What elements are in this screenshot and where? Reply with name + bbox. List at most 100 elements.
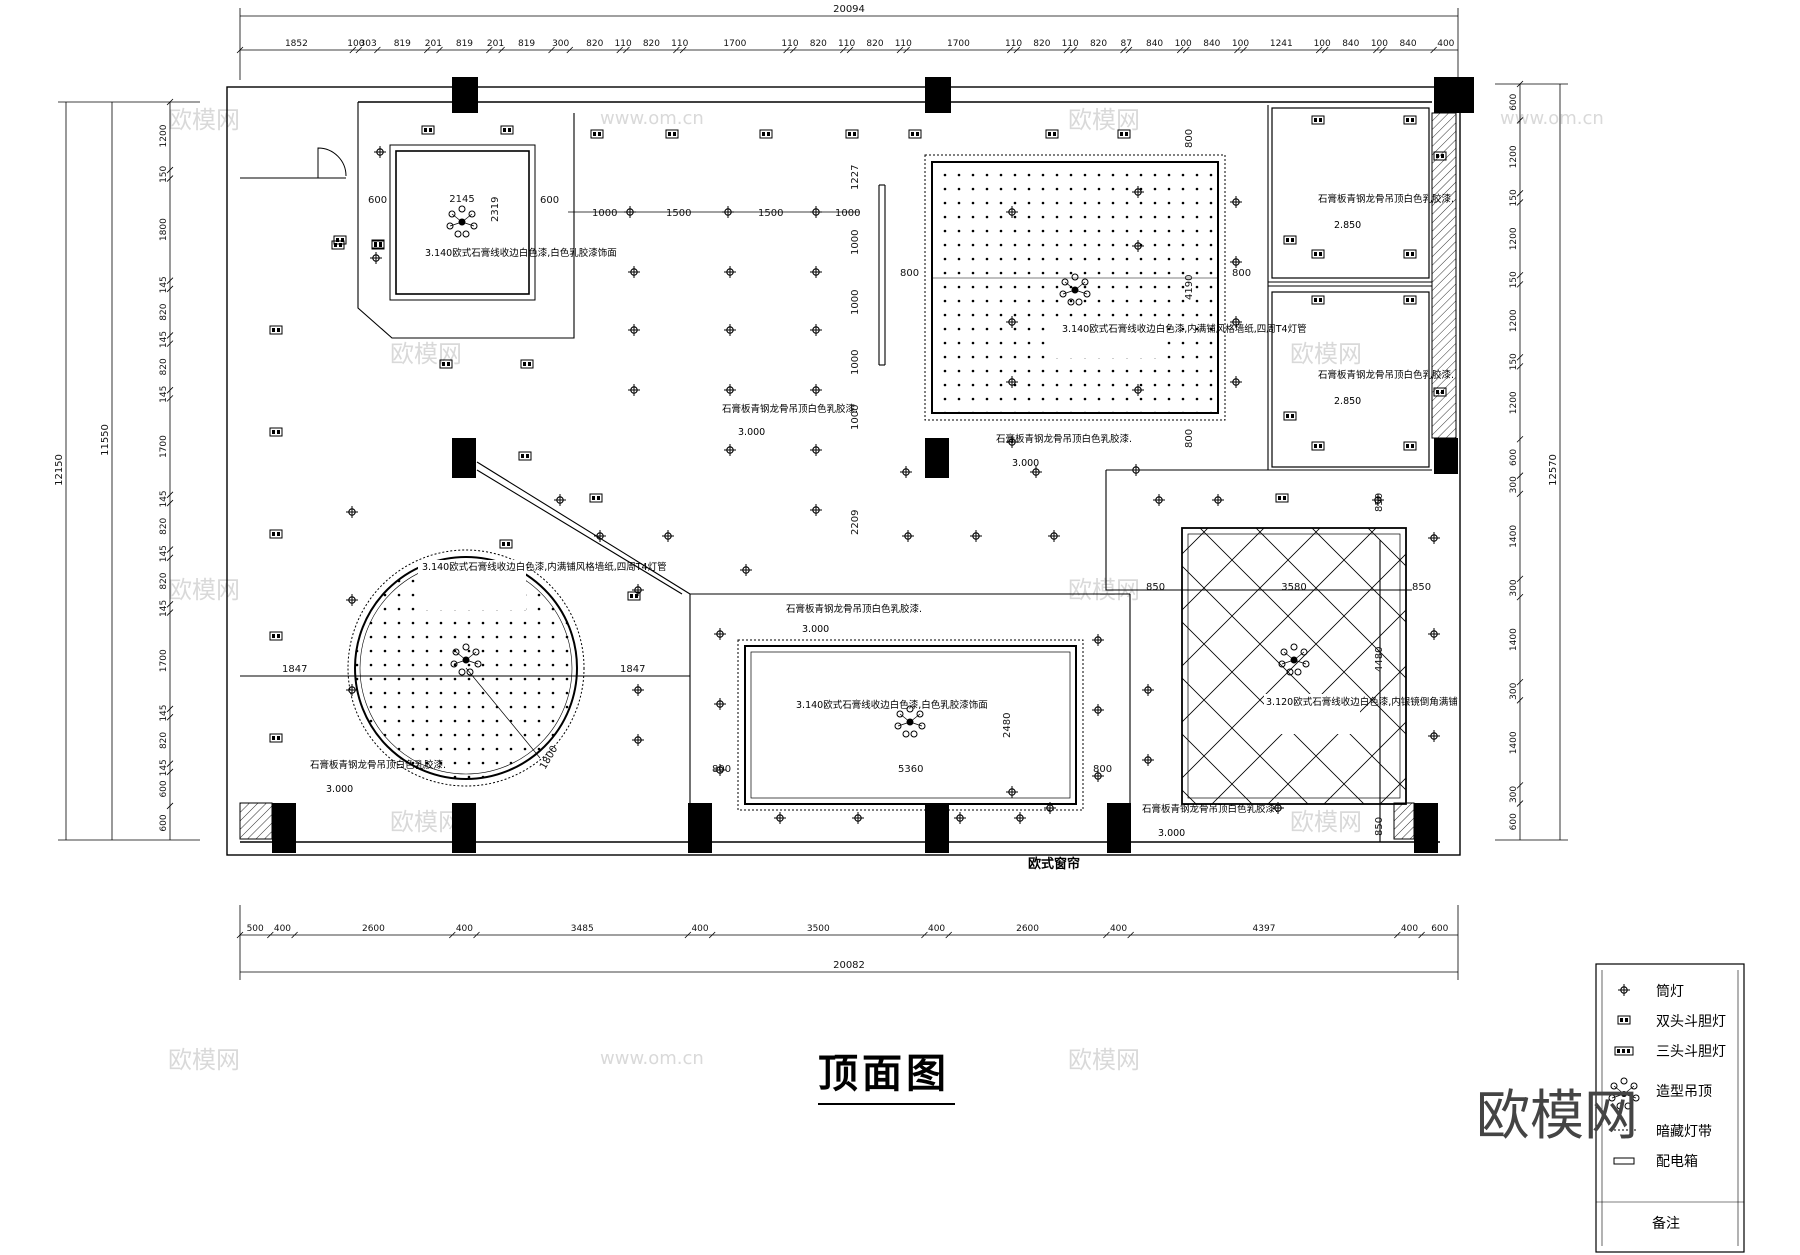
level-center-ceiling: 3.000	[738, 427, 765, 438]
downlight-icon	[1141, 753, 1155, 767]
dim-tick	[1516, 678, 1524, 686]
note-bottom-right-ceiling: 石膏板青钢龙骨吊顶白色乳胶漆.	[1142, 803, 1278, 815]
downlight-icon	[809, 323, 823, 337]
dim-tick	[1315, 46, 1323, 54]
downlight-icon	[739, 563, 753, 577]
downlight-icon	[1091, 703, 1105, 717]
dim-label: 600	[1509, 93, 1519, 110]
dim-tick	[267, 931, 274, 939]
dim-tick	[1516, 353, 1524, 361]
downlight-icon	[851, 811, 865, 825]
dim-label: 1200	[1509, 391, 1519, 414]
dim-label: 145	[159, 759, 169, 776]
dim-label: 110	[615, 39, 632, 49]
dim-label: 4397	[1253, 924, 1276, 934]
dim-label: 820	[1033, 39, 1050, 49]
legend-label: 暗藏灯带	[1656, 1124, 1712, 1140]
downlight-icon	[553, 493, 567, 507]
dim-850: 850	[1374, 817, 1385, 836]
downlight-icon	[809, 503, 823, 517]
dim-tick	[783, 46, 790, 54]
legend-label: 造型吊顶	[1656, 1084, 1712, 1100]
dim-tick	[498, 46, 505, 54]
dim-tick	[1516, 190, 1524, 197]
dim-tick	[903, 46, 910, 54]
dim-label: 1700	[723, 39, 746, 49]
door-swing	[240, 147, 347, 179]
top-center-room-ceiling	[924, 154, 1226, 421]
double-spotlight-icon	[845, 129, 859, 139]
dim-600: 600	[368, 195, 387, 206]
downlight-icon	[809, 443, 823, 457]
downlight-icon	[723, 443, 737, 457]
legend-label: 配电箱	[1656, 1154, 1698, 1170]
dim-2209: 2209	[850, 510, 861, 535]
downlight-icon	[1229, 255, 1243, 269]
dim-1000: 1000	[850, 350, 861, 375]
dim-tick	[166, 340, 174, 347]
dim-tick	[1127, 931, 1134, 939]
dim-1000: 1000	[850, 230, 861, 255]
dim-label: 840	[1342, 39, 1359, 49]
note-mask	[1052, 320, 1164, 358]
double-spotlight-icon	[269, 631, 283, 641]
dim-label: 110	[1062, 39, 1079, 49]
double-spotlight-icon	[1311, 295, 1325, 305]
note-small-room-2: 石膏板青钢龙骨吊顶白色乳胶漆.	[1318, 369, 1454, 381]
overall-right-dim: 12570	[1548, 454, 1559, 486]
dim-tick	[945, 931, 952, 939]
dim-tick	[1379, 46, 1386, 54]
dim-tick	[1516, 697, 1524, 704]
downlight-icon	[373, 145, 387, 159]
dim-label: 400	[928, 924, 945, 934]
small-rooms-ceiling	[1271, 107, 1430, 468]
level-bottom-left: 3.000	[326, 784, 353, 795]
dim-label: 600	[1509, 813, 1519, 830]
double-spotlight-icon	[590, 129, 604, 139]
dim-label: 820	[1090, 39, 1107, 49]
dim-tick	[840, 46, 847, 54]
downlight-icon	[723, 323, 737, 337]
dim-tick	[448, 931, 456, 939]
legend-label: 筒灯	[1656, 983, 1684, 1000]
dim-tick	[166, 332, 174, 339]
dim-label: 1200	[1509, 309, 1519, 332]
double-spotlight-icon	[520, 359, 534, 369]
downlight-icon	[899, 465, 913, 479]
downlight-icon	[723, 265, 737, 279]
dim-label: 110	[895, 39, 912, 49]
dim-label: 100	[347, 39, 364, 49]
watermark: 欧模网	[1068, 106, 1140, 134]
circle-room-ceiling	[347, 549, 585, 787]
dim-tick	[423, 46, 431, 54]
dim-1500: 1500	[666, 208, 691, 219]
dim-tick	[1516, 271, 1524, 279]
dim-tick	[896, 46, 904, 54]
watermark: 欧模网	[168, 106, 240, 134]
top-dimension-lines	[239, 8, 1459, 80]
dim-label: 110	[781, 39, 798, 49]
dim-label: 840	[1399, 39, 1416, 49]
dim-800: 800	[1232, 268, 1251, 279]
legend-label: 双头斗胆灯	[1656, 1014, 1726, 1030]
legend-remarks: 备注	[1652, 1215, 1680, 1232]
downlight-icon	[627, 323, 641, 337]
downlight-icon	[809, 205, 823, 219]
note-rect-ceiling: 石膏板青钢龙骨吊顶白色乳胶漆.	[786, 603, 922, 615]
dim-label: 100	[1371, 39, 1388, 49]
dim-tick	[1321, 46, 1329, 54]
dim-tick	[1516, 363, 1524, 370]
dim-tick	[166, 98, 174, 106]
downlight-icon	[809, 265, 823, 279]
overall-bottom-dim: 20082	[833, 960, 865, 971]
watermark: 欧模网	[390, 340, 462, 368]
dim-600: 600	[540, 195, 559, 206]
dim-tick	[1063, 46, 1071, 54]
dim-2480: 2480	[1002, 713, 1013, 738]
watermark: 欧模网	[1290, 340, 1362, 368]
dim-4190: 4190	[1184, 275, 1195, 300]
bottom-dimension-lines	[239, 905, 1459, 980]
note-mask	[1264, 694, 1360, 734]
dim-tick	[921, 931, 928, 939]
